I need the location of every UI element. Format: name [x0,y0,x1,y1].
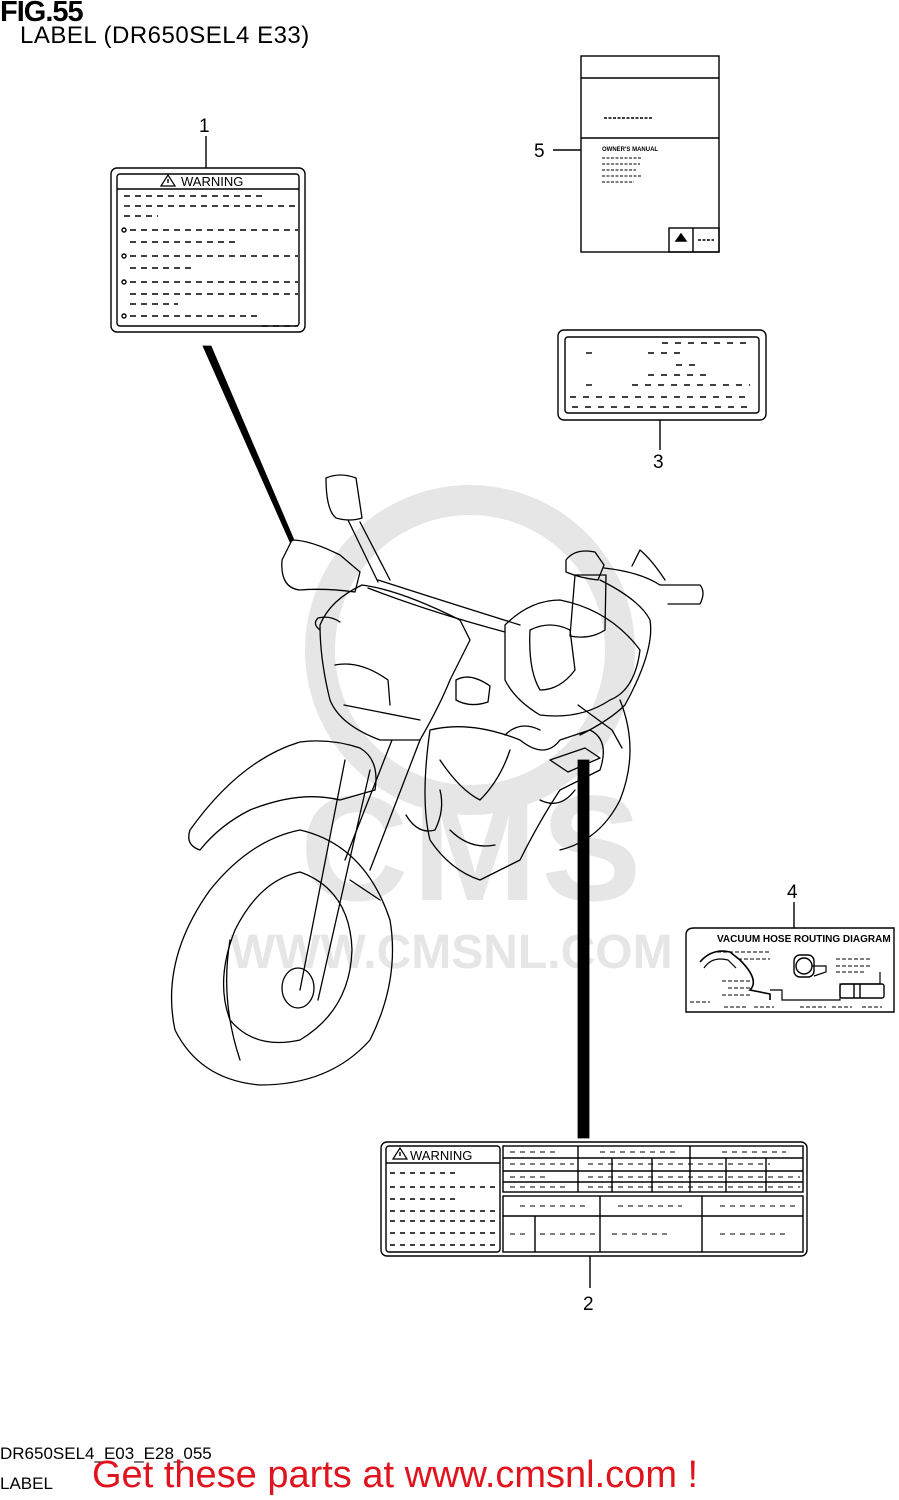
figure-number: FIG.55 [0,0,84,28]
label-1-warning-text: WARNING [181,174,243,189]
label-1-warning [110,167,306,333]
watermark-url: WWW.CMSNL.COM [230,926,673,979]
label-4-vacuum-title: VACUUM HOSE ROUTING DIAGRAM [717,934,891,945]
diagram-code: DR650SEL4_E03_E28_055 [0,1444,212,1463]
label-3 [557,329,767,421]
category-label: LABEL [0,1474,53,1493]
callout-1: 1 [199,116,210,137]
callout-3: 3 [653,452,664,473]
label-4-vacuum-hose [685,927,895,1013]
watermark: CMS WWW.CMSNL.COM [230,485,673,979]
motorcycle-outline [170,474,704,1086]
label-5-owners-manual-text: OWNER'S MANUAL [602,147,658,153]
label-2-warning-table [380,1141,808,1257]
promo-link[interactable]: Get these parts at www.cmsnl.com ! [92,1454,699,1496]
leader-lines [202,136,795,1288]
callout-4: 4 [787,882,798,903]
figure-subtitle: LABEL (DR650SEL4 E33) [20,22,310,49]
label-5-owners-manual [580,55,720,253]
callout-2: 2 [583,1294,594,1315]
label-2-warning-text: WARNING [410,1148,472,1163]
callout-5: 5 [534,141,545,162]
